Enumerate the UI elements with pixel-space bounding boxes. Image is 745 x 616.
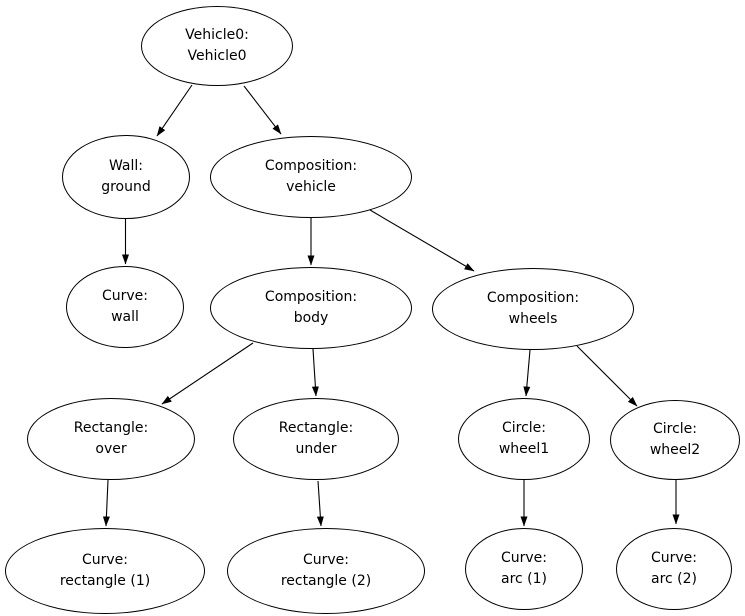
node-circle-wheel1: Circle: wheel1 [458,398,590,480]
node-label-line: arc (1) [500,571,547,587]
edge-composition-wheels-circle-wheel2 [576,345,638,407]
edge-composition-wheels-circle-wheel1 [523,349,531,397]
node-label-line: wheels [508,311,558,327]
edge-vehicle0-composition-vehicle [243,85,282,135]
node-composition-body: Composition: body [210,267,412,349]
node-wall-ground: Wall: ground [62,135,190,219]
node-curve-arc-2: Curve: arc (2) [616,528,732,610]
node-label-line: Curve: [81,552,129,568]
node-label-line: rectangle (2) [280,573,372,589]
node-label-line: Vehicle0 [187,48,247,64]
node-label-line: Curve: [500,550,548,566]
node-rectangle-over: Rectangle: over [27,398,195,480]
node-composition-wheels: Composition: wheels [432,268,634,350]
node-label-line: arc (2) [650,571,697,587]
node-label-line: Circle: [652,421,698,437]
node-curve-wall: Curve: wall [66,266,184,348]
node-label-line: Vehicle0: [185,27,249,43]
node-composition-vehicle: Composition: vehicle [210,136,412,218]
node-rectangle-under: Rectangle: under [233,398,399,480]
node-label-line: wheel2 [649,442,701,458]
node-vehicle0: Vehicle0: Vehicle0 [141,6,293,86]
node-label-line: Composition: [264,289,358,305]
node-label-line: rectangle (1) [59,573,151,589]
node-curve-rectangle-1: Curve: rectangle (1) [5,528,205,614]
node-circle-wheel2: Circle: wheel2 [610,400,740,480]
node-label-line: Rectangle: [278,420,354,436]
node-label-line: body [293,310,329,326]
node-label-line: Circle: [501,420,547,436]
node-label-line: Composition: [486,290,580,306]
edge-rectangle-under-curve-rectangle-2 [316,480,324,527]
node-label-line: vehicle [286,179,336,195]
node-label-line: over [95,441,127,457]
node-label-line: wall [111,309,139,325]
node-label-line: Wall: [108,158,144,174]
node-label-line: Curve: [650,550,698,566]
node-label-line: under [295,441,337,457]
node-label-line: Curve: [101,288,149,304]
edge-composition-body-rectangle-under [311,348,319,397]
node-label-line: wheel1 [498,441,550,457]
node-label-line: Curve: [302,552,350,568]
node-label-line: Composition: [264,158,358,174]
node-curve-rectangle-2: Curve: rectangle (2) [227,528,425,614]
edge-composition-body-rectangle-over [161,342,254,405]
edge-rectangle-over-curve-rectangle-1 [102,479,110,527]
edge-vehicle0-wall-ground [156,84,193,137]
node-curve-arc-1: Curve: arc (1) [465,528,583,610]
node-label-line: Rectangle: [73,420,149,436]
node-label-line: ground [101,179,151,195]
edge-composition-vehicle-wheels [369,209,475,272]
